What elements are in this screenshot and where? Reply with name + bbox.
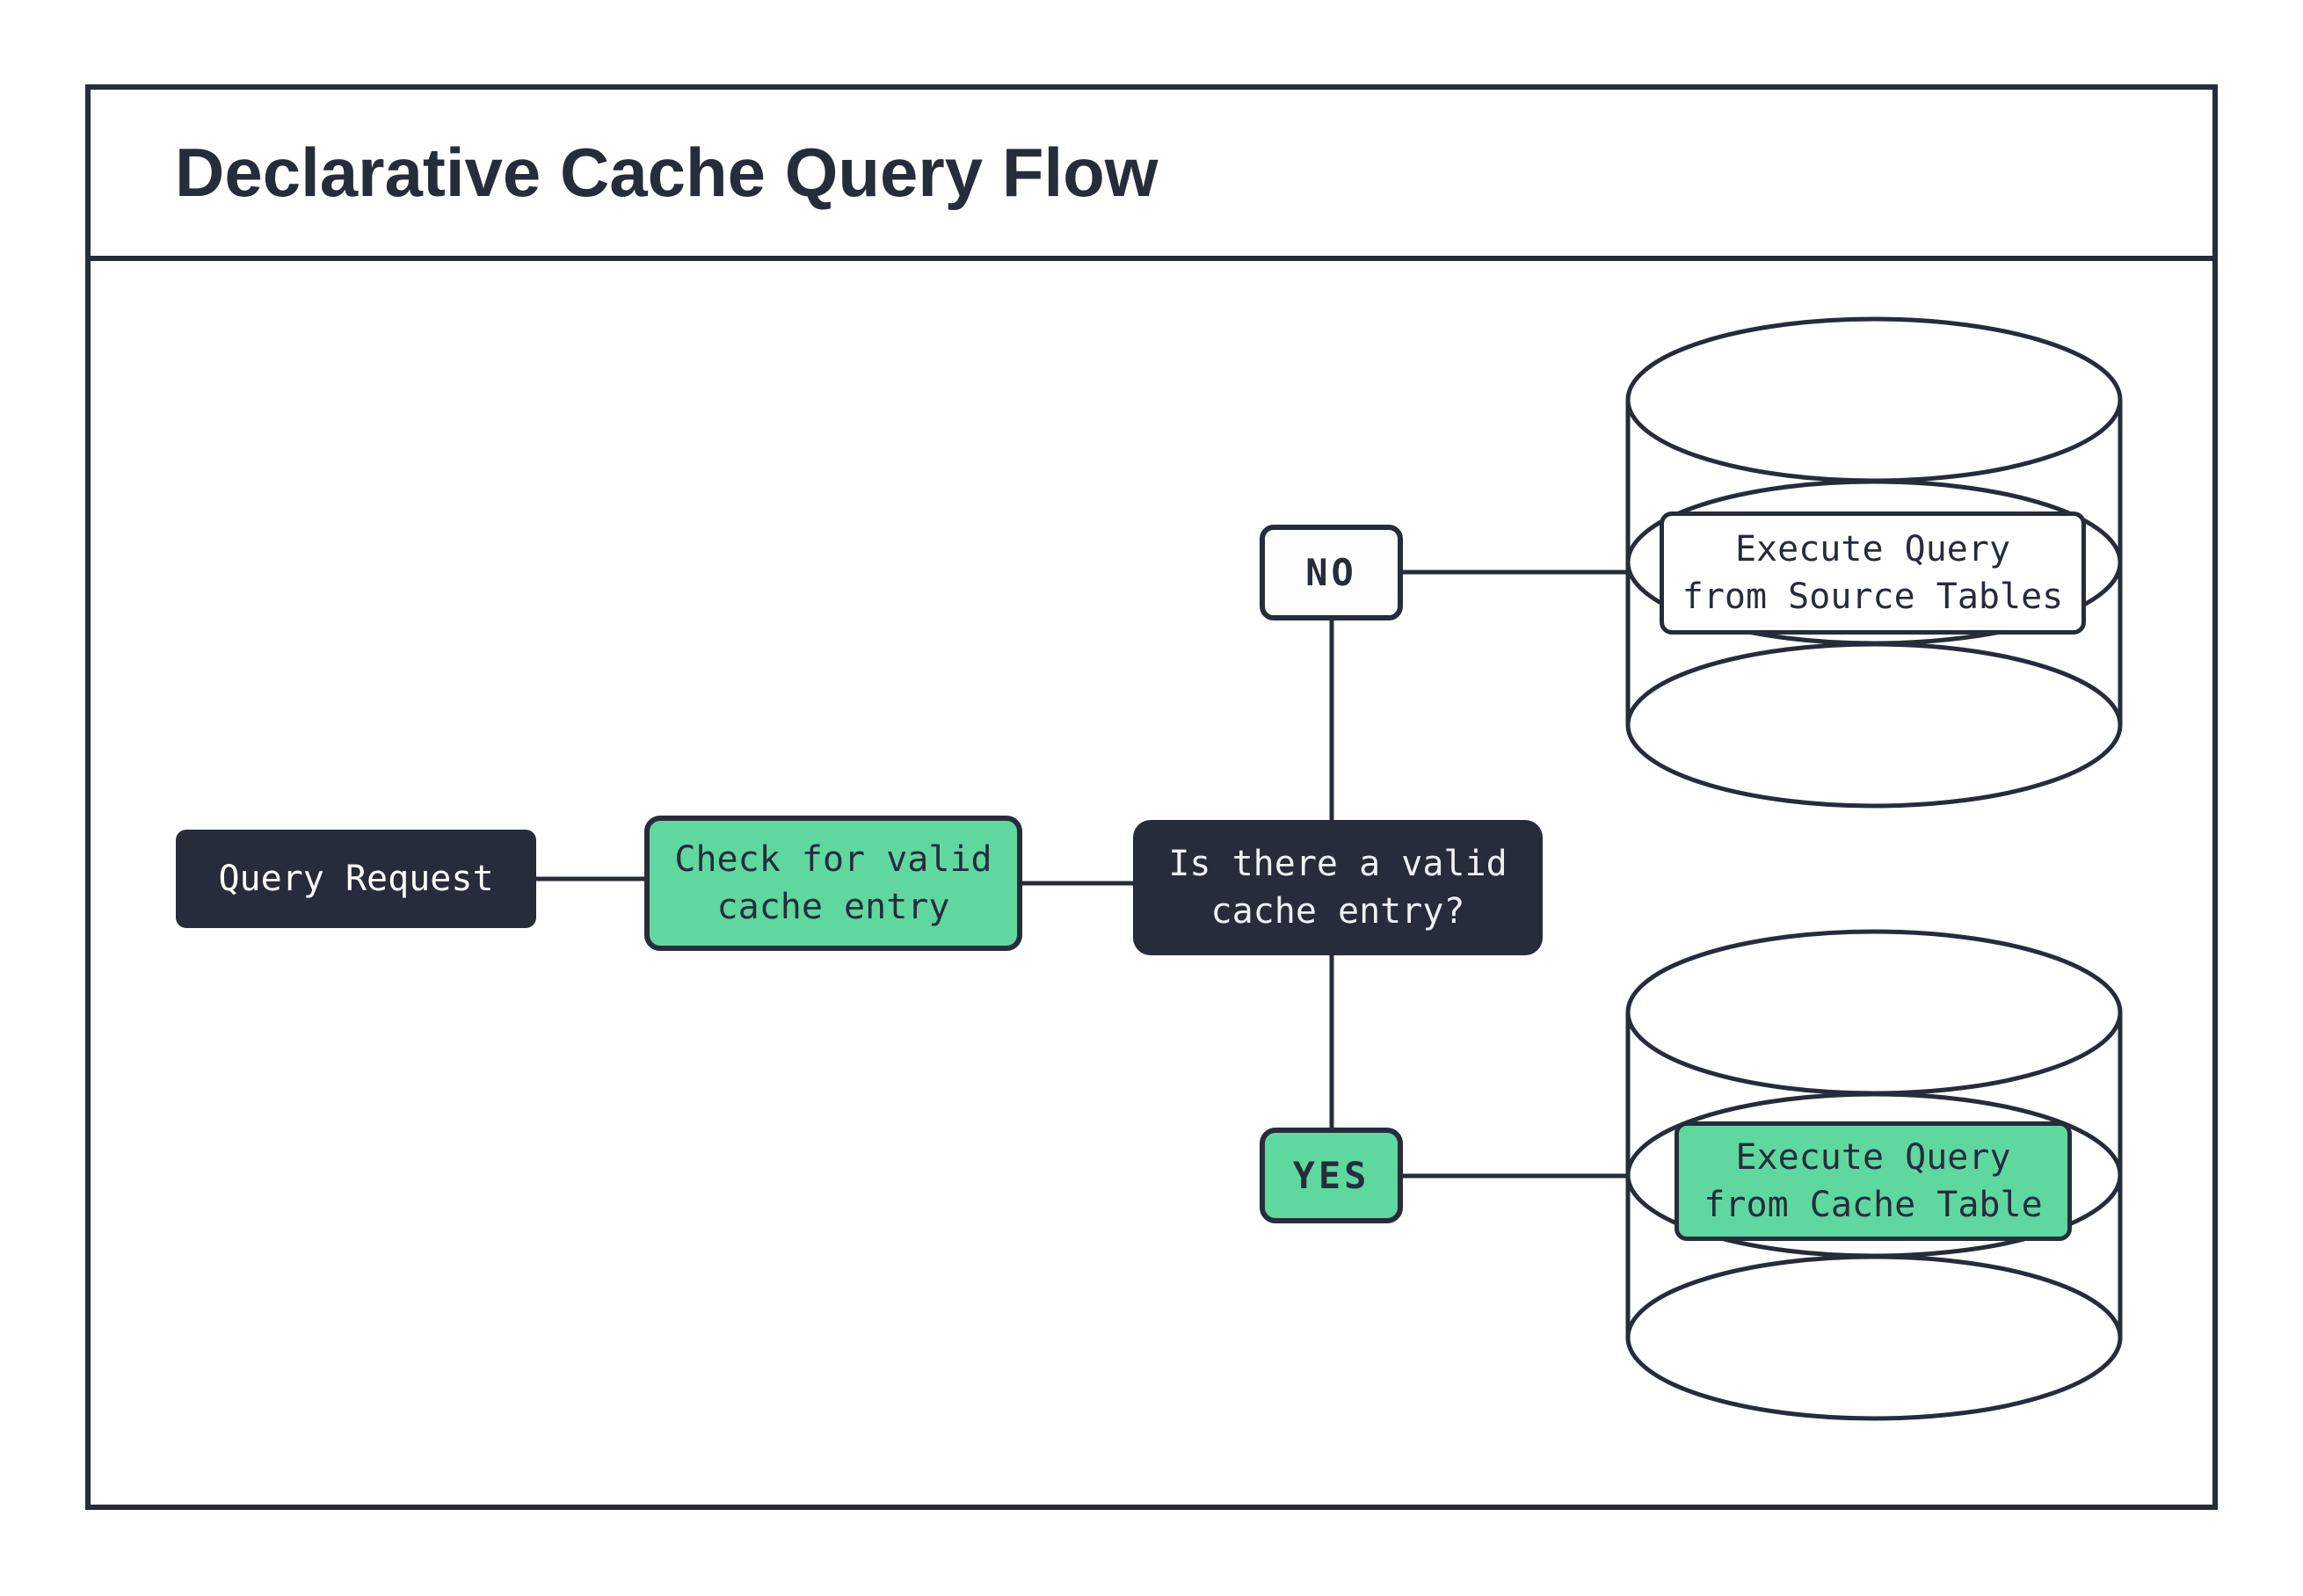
execute-from-source-tables-node: Execute Query from Source Tables bbox=[1660, 511, 2086, 635]
decision-label-line1: Is there a valid bbox=[1168, 844, 1507, 884]
check-cache-node: Check for valid cache entry bbox=[644, 816, 1022, 951]
page-title: Declarative Cache Query Flow bbox=[175, 134, 1159, 211]
execute-from-cache-table-node: Execute Query from Cache Table bbox=[1675, 1121, 2072, 1241]
cache-db-label-line2: from Cache Table bbox=[1704, 1185, 2043, 1225]
source-db-label-line2: from Source Tables bbox=[1682, 577, 2064, 617]
source-database-cylinder-icon bbox=[1625, 316, 2123, 809]
diagram-frame bbox=[85, 84, 2218, 1510]
yes-branch-node: YES bbox=[1260, 1128, 1403, 1223]
cache-valid-decision-node: Is there a valid cache entry? bbox=[1133, 820, 1543, 955]
cache-database-cylinder-icon bbox=[1625, 929, 2123, 1421]
source-db-label-line1: Execute Query bbox=[1734, 529, 2011, 569]
query-request-label: Query Request bbox=[218, 859, 494, 899]
query-request-node: Query Request bbox=[176, 830, 536, 928]
check-cache-label-line2: cache entry bbox=[716, 887, 950, 927]
decision-label-line2: cache entry? bbox=[1210, 891, 1465, 932]
diagram-header: Declarative Cache Query Flow bbox=[85, 84, 2218, 261]
no-branch-label: NO bbox=[1305, 550, 1357, 594]
cache-db-label-line1: Execute Query bbox=[1735, 1137, 2011, 1178]
check-cache-label-line1: Check for valid bbox=[674, 839, 992, 880]
yes-branch-label: YES bbox=[1292, 1153, 1370, 1197]
no-branch-node: NO bbox=[1260, 525, 1403, 620]
